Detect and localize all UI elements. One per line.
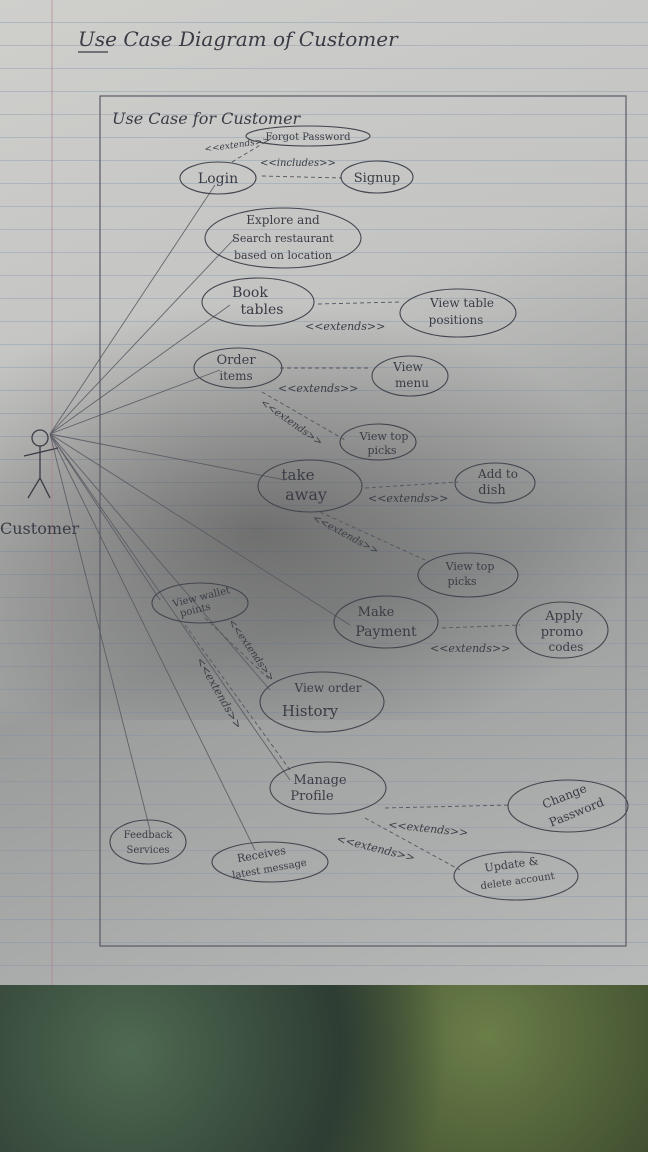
feedback-ellipse <box>109 819 187 865</box>
apply-promo-label-2: promo <box>541 625 584 640</box>
apply-promo-label-1: Apply <box>544 609 583 624</box>
make-payment-label-1: Make <box>358 605 395 620</box>
signup-ellipse <box>340 160 414 194</box>
make-payment-label-2: Payment <box>355 624 417 640</box>
view-order-history-ellipse <box>259 671 385 733</box>
explore-ellipse <box>204 207 362 269</box>
order-items-label-1: Order <box>216 353 256 368</box>
manage-profile-label-2: Profile <box>290 789 334 804</box>
update-delete-label-2: delete account <box>480 871 555 892</box>
extends-label-history: <<extends>> <box>226 617 277 683</box>
login-label: Login <box>198 171 238 187</box>
fabric-background <box>0 985 648 1152</box>
system-boundary <box>99 95 627 947</box>
change-password-ellipse <box>507 779 629 833</box>
take-away-label-1: take <box>282 466 315 484</box>
make-payment-ellipse <box>333 595 439 649</box>
update-delete-label-1: Update & <box>484 854 540 874</box>
extends-label-password: <<extends>> <box>388 818 469 839</box>
view-order-history-label-2: History <box>282 702 339 720</box>
take-away-label-2: away <box>285 485 327 504</box>
view-top-picks-2-ellipse <box>417 552 519 598</box>
view-table-positions-label-2: positions <box>429 313 484 327</box>
boundary-title: Use Case for Customer <box>112 109 302 128</box>
add-to-dish-label-2: dish <box>478 483 506 498</box>
take-away-ellipse <box>257 459 363 513</box>
book-tables-ellipse <box>201 277 315 327</box>
includes-label: <<includes>> <box>260 158 336 169</box>
explore-label-3: based on location <box>234 249 332 262</box>
feedback-label-1: Feedback <box>124 830 174 841</box>
view-order-history-label-1: View order <box>294 681 362 695</box>
add-to-dish-ellipse <box>454 462 536 504</box>
extends-label-toppicks1: <<extends>> <box>258 397 324 448</box>
signup-label: Signup <box>354 171 400 186</box>
customer-actor <box>23 429 59 499</box>
dependency-lines <box>184 137 521 871</box>
use-case-ellipses <box>109 125 629 901</box>
book-tables-label-2: tables <box>241 302 284 318</box>
extends-label-menu: <<extends>> <box>278 382 358 395</box>
view-table-positions-label-1: View table <box>429 296 494 310</box>
login-ellipse <box>179 161 257 195</box>
extends-label-update: <<extends>> <box>335 832 416 864</box>
order-items-label-2: items <box>219 369 252 383</box>
view-menu-label-2: menu <box>395 376 429 390</box>
feedback-label-2: Services <box>126 845 169 856</box>
view-top-picks-2-label-1: View top <box>445 560 495 573</box>
extends-label-promo: <<extends>> <box>430 642 510 655</box>
extends-label-dish: <<extends>> <box>368 492 448 505</box>
order-items-ellipse <box>193 347 283 389</box>
view-wallet-ellipse <box>151 582 249 624</box>
apply-promo-ellipse <box>515 601 609 659</box>
actor-label: Customer <box>0 519 79 538</box>
update-delete-ellipse <box>453 851 579 901</box>
extends-label-toppicks2: <<extends>> <box>311 513 381 557</box>
use-case-diagram: Use Case Diagram of Customer Use Case fo… <box>0 0 629 985</box>
explore-label-2: Search restaurant <box>232 232 334 245</box>
book-tables-label-1: Book <box>232 285 268 301</box>
extends-label-table: <<extends>> <box>305 320 385 333</box>
forgot-password-ellipse <box>245 125 371 147</box>
view-top-picks-2-label-2: picks <box>447 575 476 588</box>
view-top-picks-1-label-1: View top <box>359 430 409 443</box>
view-top-picks-1-label-2: picks <box>367 444 396 457</box>
extends-label-forgot: <<extends>> <box>204 136 270 155</box>
view-top-picks-1-ellipse <box>339 423 417 461</box>
manage-profile-label-1: Manage <box>293 773 347 788</box>
association-lines <box>49 184 351 851</box>
view-menu-label-1: View <box>392 360 423 374</box>
receives-message-ellipse <box>211 841 329 883</box>
notebook-page <box>0 0 648 985</box>
add-to-dish-label-1: Add to <box>477 467 518 481</box>
view-menu-ellipse <box>371 355 449 397</box>
extends-label-profile: <<extends>> <box>193 655 244 731</box>
view-table-positions-ellipse <box>399 288 517 338</box>
forgot-password-label: Forgot Password <box>265 132 351 143</box>
explore-label-1: Explore and <box>246 213 320 227</box>
manage-profile-ellipse <box>269 761 387 815</box>
page-title: Use Case Diagram of Customer <box>78 27 399 51</box>
apply-promo-label-3: codes <box>549 640 584 654</box>
